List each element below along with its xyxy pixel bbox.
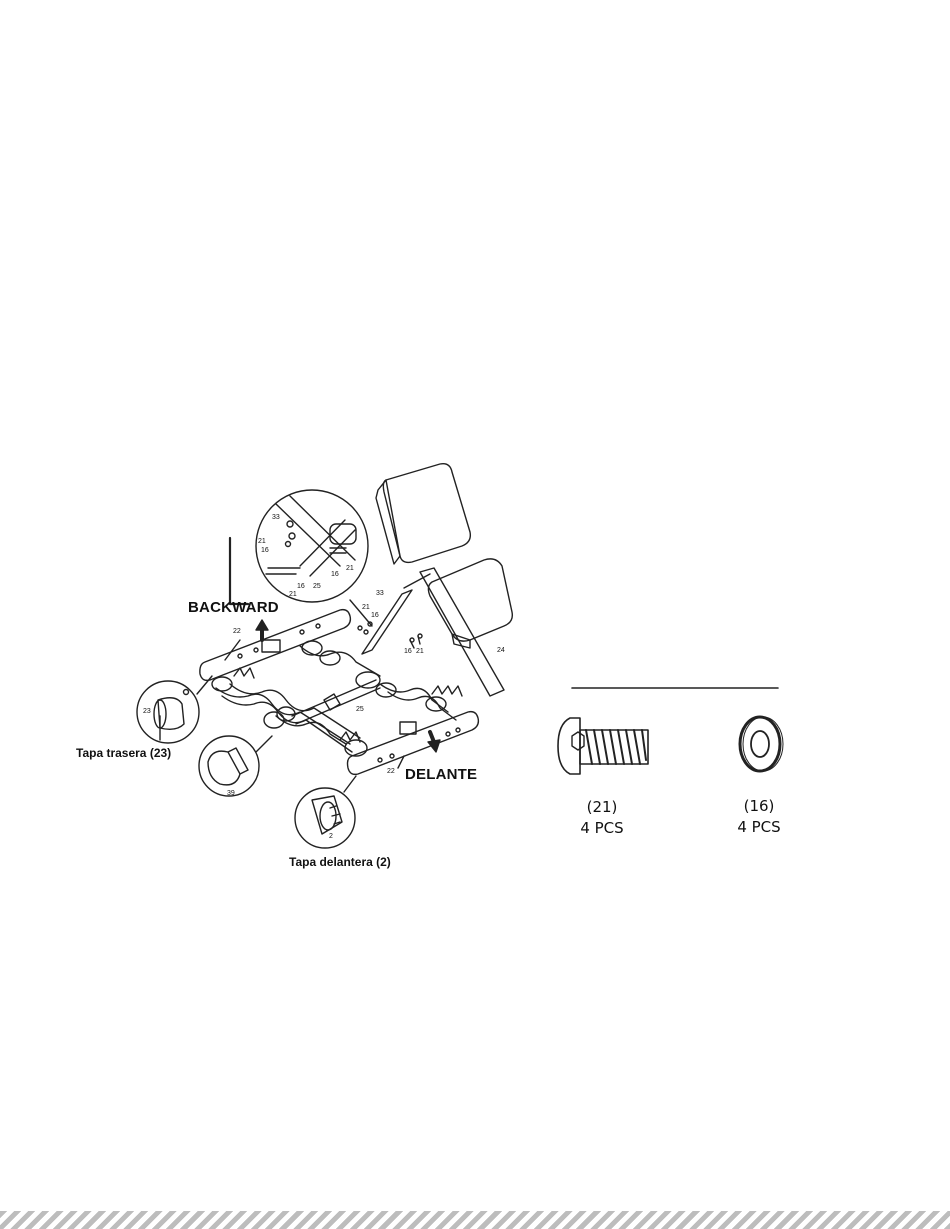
part-number: 33 xyxy=(272,514,280,521)
part-number: 21 xyxy=(258,538,266,545)
part-number: 2 xyxy=(329,833,333,840)
hardware-part-number: (16) xyxy=(719,796,799,817)
knob-detail xyxy=(199,736,272,796)
backward-label: BACKWARD xyxy=(188,599,279,616)
hardware-item-washer: (16) 4 PCS xyxy=(719,796,799,838)
bolt-icon xyxy=(558,718,648,774)
part-number: 39 xyxy=(227,790,235,797)
part-number: 33 xyxy=(376,590,384,597)
hardware-quantity: 4 PCS xyxy=(562,818,642,839)
front-cap-caption: Tapa delantera (2) xyxy=(289,855,391,869)
part-number: 16 xyxy=(331,571,339,578)
front-cap-detail xyxy=(295,776,356,848)
part-number: 16 xyxy=(404,648,412,655)
hardware-quantity: 4 PCS xyxy=(719,817,799,838)
upright-frame xyxy=(362,568,504,696)
part-number: 21 xyxy=(289,591,297,598)
part-number: 21 xyxy=(346,565,354,572)
forward-arrow-icon xyxy=(428,732,440,752)
part-number: 25 xyxy=(313,583,321,590)
hardware-item-bolt: (21) 4 PCS xyxy=(562,797,642,839)
front-tube xyxy=(348,712,479,775)
seat-pad xyxy=(428,559,512,648)
hardware-part-number: (21) xyxy=(562,797,642,818)
allen-key-icon xyxy=(230,538,248,604)
rear-cap-caption: Tapa trasera (23) xyxy=(76,746,171,760)
hardware-callouts xyxy=(358,622,422,648)
stabilizer-bars xyxy=(216,646,456,752)
part-number: 22 xyxy=(233,628,241,635)
part-number: 16 xyxy=(297,583,305,590)
part-number: 21 xyxy=(416,648,424,655)
part-number: 22 xyxy=(387,768,395,775)
center-brace xyxy=(292,680,380,724)
part-number: 24 xyxy=(497,647,505,654)
washer-icon xyxy=(740,717,783,771)
part-number: 23 xyxy=(143,708,151,715)
part-number: 16 xyxy=(371,612,379,619)
backrest-pad xyxy=(376,464,470,564)
part-number: 25 xyxy=(356,706,364,713)
part-number: 16 xyxy=(261,547,269,554)
backward-arrow-icon xyxy=(256,620,268,640)
delante-label: DELANTE xyxy=(405,766,477,783)
footer-pattern-strip xyxy=(0,1211,950,1229)
rear-tube xyxy=(200,610,351,681)
part-number: 21 xyxy=(362,604,370,611)
